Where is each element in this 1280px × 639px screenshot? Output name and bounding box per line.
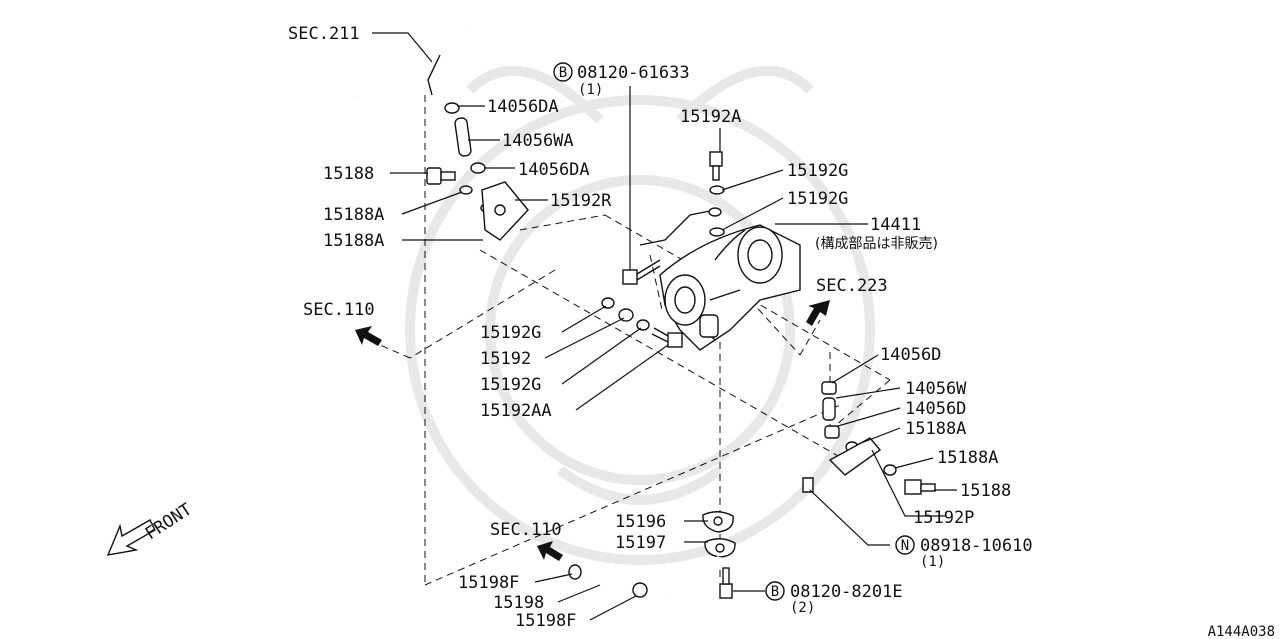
watermark-emblem [405,65,875,565]
part-label: 15192G [787,189,848,209]
svg-text:B: B [771,584,779,600]
part-label: 14056W [905,379,967,399]
part-label: 14056WA [502,131,574,151]
hose-14056wa [444,102,486,174]
part-label: 15192G [480,375,541,395]
part-label: 15196 [615,512,666,532]
svg-text:N: N [901,538,909,554]
part-label: 14056D [905,399,966,419]
part-label: 15192AA [480,401,552,421]
drain-pipe-assembly [568,511,736,599]
marker-b-top: B [553,62,573,82]
part-label: 15198 [493,593,544,613]
banjo-bolts [601,259,683,348]
part-label: 15198F [515,611,576,631]
part-label: 08918-10610 [920,536,1033,556]
svg-text:B: B [559,65,567,81]
part-label: 15192A [680,107,741,127]
part-label: 08120-8201E [790,582,903,602]
oil-tube-parts [708,151,725,237]
part-label: 15188 [323,164,374,184]
marker-b-bottom: B [765,581,785,601]
sec223-arrow-icon [806,300,830,326]
part-qty: (2) [790,600,815,616]
part-label: 15192G [787,161,848,181]
coolant-pipe-top [352,26,473,103]
part-label: 15198F [458,573,519,593]
part-label: 15188A [905,419,966,439]
part-label: 15188A [323,205,384,225]
callout-sec211: SEC.211 [288,24,360,44]
part-label: 14056DA [487,97,559,117]
sec110-top-arrow-icon [355,326,382,346]
callout-sec110-bottom: SEC.110 [490,520,562,540]
callout-sec110-top: SEC.110 [303,300,375,320]
leader-lines [372,32,957,621]
callout-sec223: SEC.223 [816,276,888,296]
diagram-id: A144A038 [1208,624,1275,639]
sec110-bottom-arrow-icon [537,541,563,561]
part-label: 15192P [913,508,974,528]
part-label: 15188A [323,231,384,251]
part-label: 15197 [615,533,666,553]
callout-front: FRONT [142,500,196,545]
part-label: 15192 [480,349,531,369]
part-label: 14056DA [518,160,590,180]
part-label: 15192R [550,191,612,211]
direction-arrows [106,300,830,561]
part-label: 08120-61633 [577,63,690,83]
part-note: (構成部品は非販売) [815,236,938,252]
part-label: 15188 [960,481,1011,501]
part-label: 15192G [480,323,541,343]
turbocharger-14411 [639,209,801,351]
part-qty: (1) [920,554,945,570]
marker-n: N [895,535,915,555]
part-qty: (1) [578,82,603,98]
front-arrow-icon [106,519,156,556]
part-label: 14411 [870,215,921,235]
part-label: 15188A [937,448,998,468]
bracket-15192r [481,181,529,241]
right-hose-assembly [802,381,936,495]
part-label: 14056D [880,345,941,365]
